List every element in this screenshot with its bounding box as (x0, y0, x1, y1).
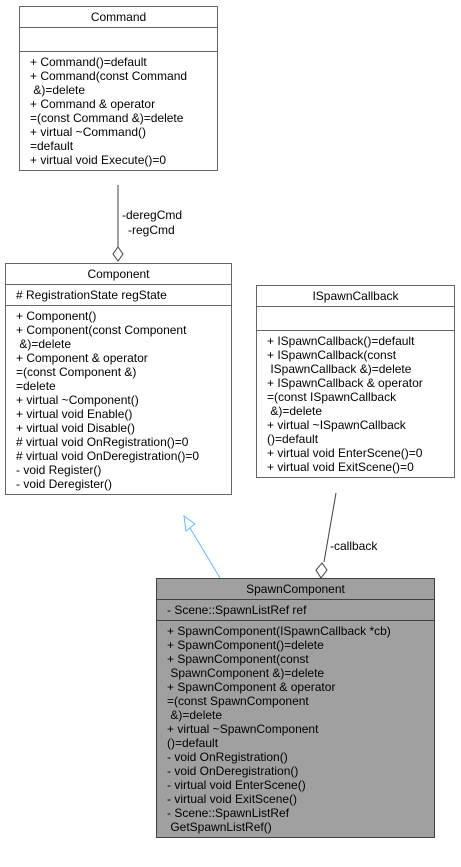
class-attribute: - Scene::SpawnListRef ref (167, 603, 307, 617)
class-method: ISpawnCallback &)=delete (267, 362, 412, 376)
class-method: ()=default (167, 736, 219, 750)
class-spawncomponent[interactable]: SpawnComponent - Scene::SpawnListRef ref… (156, 578, 435, 838)
methods-section: + Component()+ Component(const Component… (6, 306, 231, 494)
class-method: - virtual void EnterScene() (167, 778, 306, 792)
edge-callback-spawn (323, 492, 337, 563)
class-component[interactable]: Component # RegistrationState regState +… (5, 263, 232, 495)
attributes-section: - Scene::SpawnListRef ref (157, 600, 434, 621)
class-attribute: # RegistrationState regState (16, 288, 167, 302)
class-method: =(const Command &)=delete (30, 111, 184, 125)
class-method: + Command()=default (30, 55, 147, 69)
class-method: + SpawnComponent(ISpawnCallback *cb) (167, 624, 391, 638)
edge-inherit-arrow (183, 514, 196, 532)
class-method: + virtual void EnterScene()=0 (267, 446, 423, 460)
class-method: - void Deregister() (16, 477, 113, 491)
class-title: Component (6, 264, 231, 285)
edge-diamond-component (112, 246, 124, 262)
class-method: + Command & operator (30, 97, 156, 111)
class-method: - Scene::SpawnListRef (167, 806, 290, 820)
edge-label-regcmd: -regCmd (128, 223, 175, 237)
methods-section: + SpawnComponent(ISpawnCallback *cb)+ Sp… (157, 621, 434, 837)
class-method: + ISpawnCallback()=default (267, 334, 415, 348)
class-method: - void Register() (16, 463, 102, 477)
class-method: # virtual void OnRegistration()=0 (16, 435, 189, 449)
class-title: Command (20, 7, 217, 28)
class-method: &)=delete (30, 83, 86, 97)
edge-inherit-component (189, 527, 221, 579)
class-title: ISpawnCallback (257, 286, 454, 307)
class-method: =delete (16, 379, 56, 393)
class-method: + virtual void Execute()=0 (30, 153, 167, 167)
edge-label-deregcmd: -deregCmd (122, 208, 183, 222)
class-title: SpawnComponent (157, 579, 434, 600)
class-method: - void OnRegistration() (167, 750, 288, 764)
class-method: + virtual ~Component() (16, 393, 139, 407)
class-method: + virtual ~Command() (30, 125, 147, 139)
class-method: + SpawnComponent()=delete (167, 638, 324, 652)
class-method: + SpawnComponent(const (167, 652, 309, 666)
methods-section: + Command()=default+ Command(const Comma… (20, 52, 217, 170)
edge-label-callback: -callback (330, 539, 378, 553)
class-command[interactable]: Command + Command()=default+ Command(con… (19, 6, 218, 171)
class-method: + Command(const Command (30, 69, 188, 83)
class-method: &)=delete (167, 708, 223, 722)
class-method: + SpawnComponent & operator (167, 680, 336, 694)
class-method: + ISpawnCallback(const (267, 348, 397, 362)
class-method: =(const SpawnComponent (167, 694, 309, 708)
attributes-section: # RegistrationState regState (6, 285, 231, 306)
class-method: &)=delete (267, 404, 323, 418)
class-method: + Component(const Component (16, 323, 187, 337)
class-method: GetSpawnListRef() (167, 820, 272, 834)
class-method: + virtual void Enable() (16, 407, 133, 421)
class-method: ()=default (267, 432, 319, 446)
class-ispawncallback[interactable]: ISpawnCallback + ISpawnCallback()=defaul… (256, 285, 455, 478)
class-method: - virtual void ExitScene() (167, 792, 298, 806)
edge-diamond-spawn (315, 562, 328, 579)
methods-section: + ISpawnCallback()=default+ ISpawnCallba… (257, 331, 454, 477)
class-method: + virtual ~SpawnComponent (167, 722, 319, 736)
class-method: =(const Component &) (16, 365, 137, 379)
class-method: + Component() (16, 309, 97, 323)
attributes-section (20, 28, 217, 52)
class-method: + ISpawnCallback & operator (267, 376, 423, 390)
class-method: # virtual void OnDeregistration()=0 (16, 449, 200, 463)
class-method: =(const ISpawnCallback (267, 390, 397, 404)
class-method: - void OnDeregistration() (167, 764, 299, 778)
class-method: + virtual ~ISpawnCallback (267, 418, 406, 432)
class-method: + virtual void ExitScene()=0 (267, 460, 414, 474)
attributes-section (257, 307, 454, 331)
class-method: &)=delete (16, 337, 72, 351)
class-method: =default (30, 139, 74, 153)
class-method: + Component & operator (16, 351, 148, 365)
class-method: SpawnComponent &)=delete (167, 666, 325, 680)
class-method: + virtual void Disable() (16, 421, 136, 435)
